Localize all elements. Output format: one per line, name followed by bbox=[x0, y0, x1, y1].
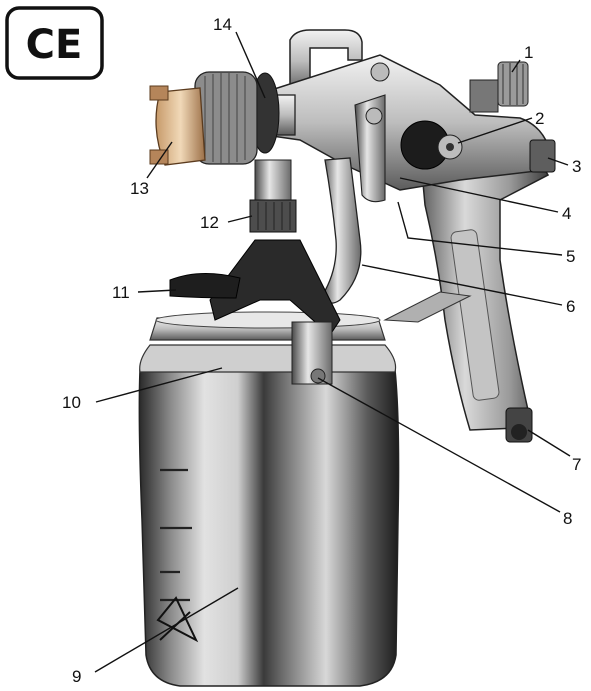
cup-body bbox=[138, 369, 400, 687]
leader-lines bbox=[94, 31, 571, 673]
leader-9 bbox=[94, 587, 239, 673]
callout-14: 14 bbox=[213, 15, 232, 34]
callout-1: 1 bbox=[524, 43, 533, 62]
callout-13: 13 bbox=[130, 179, 149, 198]
leader-6 bbox=[361, 264, 563, 306]
leader-11 bbox=[137, 289, 177, 293]
callout-10: 10 bbox=[62, 393, 81, 412]
leader-13 bbox=[146, 141, 173, 179]
leader-4 bbox=[399, 177, 559, 213]
fluid-stem bbox=[254, 159, 292, 207]
leader-2 bbox=[457, 117, 533, 144]
leader-10 bbox=[95, 367, 223, 403]
handle-fin bbox=[383, 291, 472, 323]
callout-4: 4 bbox=[562, 204, 571, 223]
air-cap-horn-top bbox=[149, 85, 169, 101]
ce-mark-frame bbox=[5, 6, 104, 80]
spray-gun bbox=[149, 29, 556, 443]
leader-8 bbox=[317, 377, 561, 513]
callout-3: 3 bbox=[572, 157, 581, 176]
cup-shoulder bbox=[139, 344, 397, 373]
cup-yoke bbox=[209, 239, 341, 336]
leader-7 bbox=[527, 429, 571, 457]
fluid-adjust-knob bbox=[497, 61, 529, 107]
leader-5 bbox=[397, 201, 563, 256]
pivot-screw-top bbox=[370, 62, 390, 82]
fluid-stem-nut bbox=[249, 199, 297, 233]
callout-6: 6 bbox=[566, 297, 575, 316]
ce-mark: CE bbox=[5, 6, 104, 80]
air-valve bbox=[529, 139, 556, 173]
air-cap bbox=[155, 87, 206, 166]
leader-12 bbox=[227, 215, 253, 223]
leader-14 bbox=[235, 31, 266, 99]
callout-12: 12 bbox=[200, 213, 219, 232]
callout-7: 7 bbox=[572, 455, 581, 474]
callout-11: 11 bbox=[112, 283, 130, 302]
callout-5: 5 bbox=[566, 247, 575, 266]
paint-cup bbox=[138, 311, 400, 687]
leader-1 bbox=[511, 59, 521, 73]
fluid-adjust-stem bbox=[469, 79, 499, 113]
callout-8: 8 bbox=[563, 509, 572, 528]
air-cap-knurl bbox=[204, 73, 246, 163]
hanger-hook bbox=[289, 29, 363, 93]
callout-numbers: 1 2 3 4 5 6 7 8 9 10 11 12 13 14 bbox=[62, 15, 581, 686]
trigger bbox=[321, 157, 362, 304]
yoke-lever bbox=[169, 272, 241, 299]
leader-3 bbox=[547, 157, 569, 166]
callout-2: 2 bbox=[535, 109, 544, 128]
callout-9: 9 bbox=[72, 667, 81, 686]
pivot-screw-bottom bbox=[365, 107, 383, 125]
handle-grip bbox=[450, 229, 500, 401]
cup-lid-top bbox=[155, 311, 381, 329]
ce-mark-text: CE bbox=[26, 22, 83, 68]
